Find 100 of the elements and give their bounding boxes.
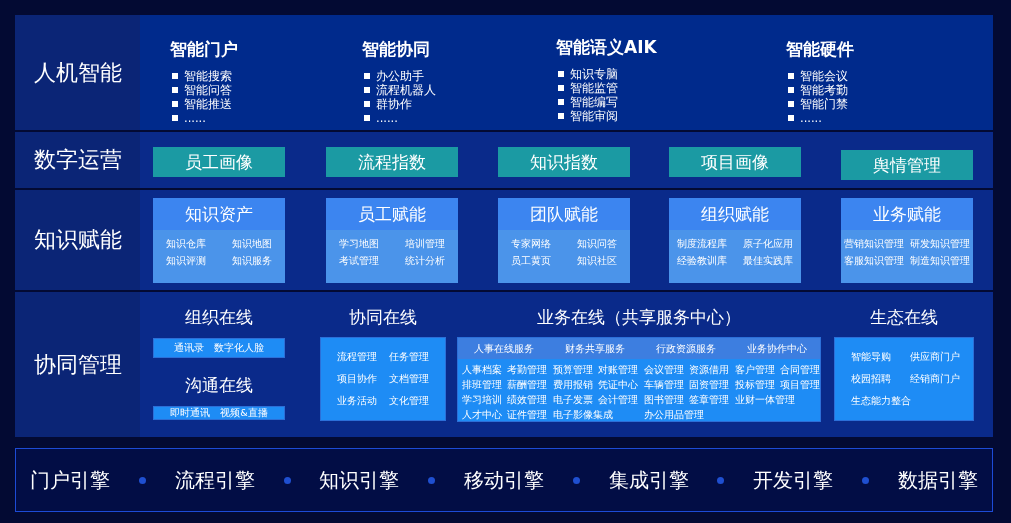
list-item: 智能会议 (786, 69, 936, 83)
service-item: 投标管理 (735, 379, 776, 392)
service-item: 流程管理 (337, 350, 378, 364)
service-item: 考勤管理 (507, 364, 548, 377)
engine-label: 门户引擎 (30, 466, 111, 494)
card-title: 团队赋能 (498, 198, 630, 230)
service-item: 会计管理 (598, 394, 639, 407)
service-item: 业务活动 (337, 394, 378, 408)
service-item: 学习培训 (462, 394, 503, 407)
service-item: 任务管理 (389, 350, 430, 364)
card-item: 原子化应用 (742, 238, 794, 251)
card-item: 最佳实践库 (742, 255, 794, 268)
group-heading: 组织在线 (184, 306, 254, 329)
service-item: 图书管理 (644, 394, 685, 407)
card-item: 知识评测 (165, 255, 207, 268)
layer-band (15, 190, 993, 290)
layer-band (15, 292, 993, 437)
module-card (326, 198, 458, 283)
engine-label: 移动引擎 (463, 466, 544, 494)
service-item: 凭证中心 (598, 379, 639, 392)
row-label: 数字运营 (15, 132, 140, 188)
list-item: ...... (362, 111, 512, 125)
module-card (669, 198, 801, 283)
column-heading: 智能协同 (362, 38, 431, 61)
card-item: 制造知识管理 (910, 255, 970, 268)
card-item: 知识服务 (231, 255, 273, 268)
metric-box: 知识指数 (498, 147, 630, 177)
service-item: 会议管理 (644, 364, 685, 377)
service-item: 固资管理 (689, 379, 730, 392)
service-item: 对账管理 (598, 364, 639, 377)
card-item: 专家网络 (510, 238, 552, 251)
service-item: 业财一体管理 (735, 394, 796, 407)
service-item: 文档管理 (389, 372, 430, 386)
engine-label: 知识引擎 (319, 466, 400, 494)
column-heading: 智能语义AIK (556, 36, 658, 59)
module-card (153, 198, 285, 283)
card-item: 研发知识管理 (910, 238, 970, 251)
engine-label: 开发引擎 (753, 466, 834, 494)
service-item: 预算管理 (553, 364, 594, 377)
service-item: 项目管理 (780, 379, 821, 392)
card-title: 组织赋能 (669, 198, 801, 230)
column-heading: 智能硬件 (786, 38, 855, 61)
column-header: 财务共享服务 (563, 342, 626, 356)
service-item: 客户管理 (735, 364, 776, 377)
metric-box: 项目画像 (669, 147, 801, 177)
service-item: 即时通讯 (170, 406, 211, 420)
service-item: 经销商门户 (910, 372, 961, 386)
layer-band (15, 132, 993, 188)
module-card (498, 198, 630, 283)
card-item: 客服知识管理 (844, 255, 904, 268)
list-item: 智能搜索 (170, 69, 320, 83)
service-item: 薪酬管理 (507, 379, 548, 392)
card-title: 知识资产 (153, 198, 285, 230)
engine-band (15, 448, 993, 512)
list-item: ...... (786, 111, 936, 125)
service-item: 人才中心 (462, 409, 503, 422)
card-item: 知识社区 (576, 255, 618, 268)
service-item: 电子发票 (553, 394, 594, 407)
row-label: 人机智能 (15, 15, 140, 130)
column-header: 人事在线服务 (472, 342, 535, 356)
list-item: 智能门禁 (786, 97, 936, 111)
card-title: 业务赋能 (841, 198, 973, 230)
card-item: 经验教训库 (676, 255, 728, 268)
service-item: 办公用品管理 (644, 409, 705, 422)
list-item: 智能问答 (170, 83, 320, 97)
list-item: 知识专脑 (556, 67, 726, 81)
list-item: 群协作 (362, 97, 512, 111)
service-item: 费用报销 (553, 379, 594, 392)
group-heading: 协同在线 (348, 306, 418, 329)
column-heading: 智能门户 (170, 38, 239, 61)
list-item: 智能考勤 (786, 83, 936, 97)
module-card (841, 198, 973, 283)
service-item: 视频&直播 (220, 406, 268, 420)
card-item: 知识地图 (231, 238, 273, 251)
card-title: 员工赋能 (326, 198, 458, 230)
service-item: 人事档案 (462, 364, 503, 377)
service-item: 项目协作 (337, 372, 378, 386)
card-item: 考试管理 (338, 255, 380, 268)
group-heading: 业务在线（共享服务中心） (536, 306, 742, 329)
list-item: 流程机器人 (362, 83, 512, 97)
service-item: 合同管理 (780, 364, 821, 377)
service-item: 资源借用 (689, 364, 730, 377)
card-item: 制度流程库 (676, 238, 728, 251)
list-item: 智能审阅 (556, 109, 726, 123)
card-item: 营销知识管理 (844, 238, 904, 251)
service-item: 校园招聘 (851, 372, 892, 386)
column-header: 业务协作中心 (745, 342, 808, 356)
list-item: 办公助手 (362, 69, 512, 83)
column-header: 行政资源服务 (654, 342, 717, 356)
layer-band (15, 15, 993, 130)
service-item: 证件管理 (507, 409, 548, 422)
service-item: 通讯录 (174, 341, 204, 355)
service-item: 数字化人脸 (214, 341, 264, 355)
group-heading: 沟通在线 (184, 374, 254, 397)
card-item: 统计分析 (404, 255, 446, 268)
service-item: 供应商门户 (910, 350, 961, 364)
service-item: 绩效管理 (507, 394, 548, 407)
metric-box: 员工画像 (153, 147, 285, 177)
service-item: 文化管理 (389, 394, 430, 408)
list-item: 智能编写 (556, 95, 726, 109)
